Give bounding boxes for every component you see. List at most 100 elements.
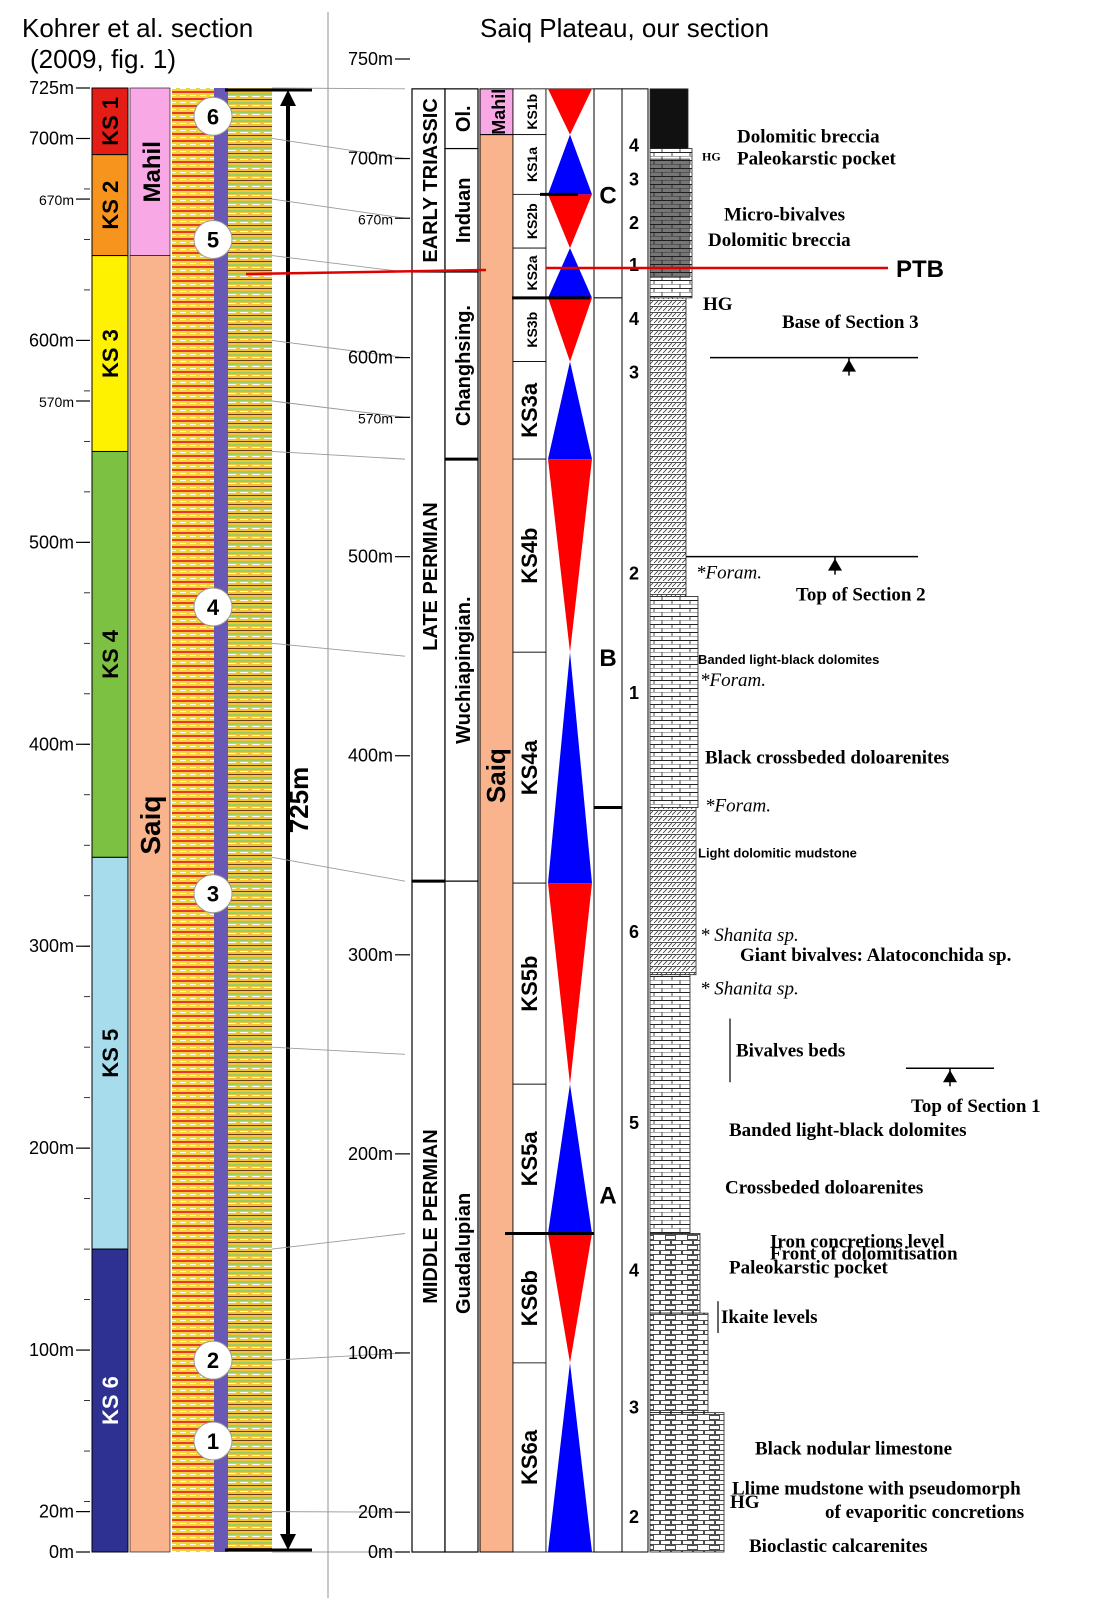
subsequence-label: KS6b: [517, 1270, 542, 1326]
subsequence-block: [512, 651, 547, 884]
bed-number-label: 2: [629, 213, 639, 233]
left-sequence-block: [91, 255, 129, 452]
annotation-label: Bivalves beds: [736, 1040, 845, 1061]
subsequence-label: KS4a: [517, 739, 542, 795]
unit-label: B: [599, 645, 616, 672]
unit-block: [593, 297, 623, 808]
period-label: LATE PERMIAN: [420, 502, 442, 651]
bed-number-label: 1: [629, 683, 639, 703]
correlation-line: [271, 856, 406, 882]
left-sequence-column: KS 1KS 2KS 3KS 4KS 5KS 6: [91, 87, 129, 1553]
bed-number-label: 2: [629, 564, 639, 584]
left-header-line1: Kohrer et al. section: [22, 13, 253, 43]
ptb-label: PTB: [896, 256, 944, 283]
lithology-segment: [649, 974, 691, 1234]
correlation-line: [271, 1352, 406, 1361]
middle-axis-tick-label: 570m: [358, 410, 393, 426]
bed-number-label: 3: [629, 1398, 639, 1418]
transgressive-triangle: [548, 134, 592, 195]
annotation-label: Dolomitic breccia: [708, 230, 851, 251]
annotation-label: Banded light-black dolomites: [729, 1120, 967, 1141]
log-marker-circle: [193, 96, 233, 136]
regressive-triangle: [548, 194, 592, 249]
left-sequence-label: KS 5: [98, 1029, 123, 1078]
annotation-label: Paleokarstic pocket: [737, 149, 897, 170]
annotation-label: Top of Section 1: [911, 1096, 1041, 1117]
annotation-label: HG: [730, 1492, 760, 1513]
period-label: MIDDLE PERMIAN: [420, 1129, 442, 1303]
bed-number-label: 3: [629, 363, 639, 383]
right-formation-block: [479, 134, 514, 1553]
right-formation-label: Mahil: [489, 89, 509, 135]
annotation-label: Base of Section 3: [782, 312, 919, 333]
section-markers: [686, 356, 994, 1087]
regressive-triangle: [548, 883, 592, 1085]
stage-block: [444, 458, 479, 882]
unit-label: C: [599, 182, 616, 209]
bed-number-label: 4: [629, 136, 639, 156]
annotation-label: Llime mudstone with pseudomorph: [732, 1478, 1021, 1499]
log-marker-label: 5: [207, 227, 219, 252]
annotation-label: Front of dolomitisation: [770, 1243, 958, 1264]
left-axis-tick-label: 300m: [29, 936, 74, 956]
annotation-label: Black nodular limestone: [755, 1438, 952, 1459]
stage-block: [444, 147, 479, 273]
log-marker-label: 2: [207, 1348, 219, 1373]
left-axis-tick-label: 20m: [39, 1502, 74, 1522]
middle-axis-tick-label: 600m: [348, 348, 393, 368]
lithology-segment: [649, 1312, 709, 1414]
left-sequence-block: [91, 154, 129, 257]
unit-block: [593, 806, 623, 1553]
bed-number-label: 4: [629, 309, 639, 329]
annotation-label: * Shanita sp.: [700, 925, 799, 946]
regressive-triangle: [548, 297, 592, 362]
right-formation-block: [479, 88, 514, 136]
correlation-line: [271, 339, 406, 359]
period-label: EARLY TRIASSIC: [420, 98, 442, 262]
left-formation-block: [129, 87, 171, 256]
lithology-segment: [649, 1233, 701, 1314]
stage-label: Wuchiapingian.: [453, 596, 475, 743]
left-depth-axis: 725m700m670m600m570m500m400m300m200m100m…: [29, 78, 90, 1562]
left-sequence-block: [91, 1248, 129, 1553]
unit-label: A: [599, 1183, 616, 1210]
subsequence-column: KS1bKS1aKS2bKS2aKS3bKS3aKS4bKS4aKS5bKS5a…: [512, 88, 547, 1553]
subsequence-block: [512, 882, 547, 1085]
period-column: EARLY TRIASSIC LATE PERMIAN MIDDLE PERMIAN: [411, 88, 478, 1553]
bed-number-label: 1: [629, 255, 639, 275]
bed-number-frame: [621, 88, 649, 1553]
subsequence-block: [512, 458, 547, 653]
correlation-line: [271, 138, 406, 159]
annotation-label: Crossbeded doloarenites: [725, 1178, 923, 1199]
left-axis-tick-label: 725m: [29, 78, 74, 98]
stage-block: [444, 880, 479, 1553]
subsequence-label: KS3a: [517, 382, 542, 438]
annotation-label: HG: [702, 150, 721, 164]
middle-axis-tick-label: 200m: [348, 1144, 393, 1164]
lithology-log: [649, 88, 725, 1553]
subsequence-label: KS1b: [524, 94, 540, 130]
middle-axis-tick-label: 400m: [348, 746, 393, 766]
subsequence-label: KS1a: [524, 147, 540, 182]
correlation-line: [271, 1511, 406, 1513]
bed-number-label: 4: [629, 1260, 639, 1280]
left-sequence-label: KS 1: [98, 97, 123, 146]
annotation-label: of evaporitic concretions: [825, 1502, 1024, 1523]
stage-label: Guadalupian: [453, 1193, 475, 1314]
annotation-label: Bioclastic calcarenites: [749, 1536, 928, 1557]
lithology-segment: [649, 596, 699, 808]
left-sequence-block: [91, 856, 129, 1250]
stage-label: Ol.: [453, 105, 475, 132]
left-formation-label: Mahil: [139, 141, 166, 202]
left-axis-tick-label: 670m: [39, 192, 74, 208]
log-marker-circle: [193, 587, 233, 627]
section-arrow-head: [828, 558, 842, 571]
correlation-line: [271, 87, 406, 90]
left-formation-block: [129, 255, 171, 1553]
middle-axis-tick-label: 670m: [358, 211, 393, 227]
annotation-label: Light dolomitic mudstone: [698, 845, 857, 860]
annotation-label: *Foram.: [696, 563, 762, 584]
